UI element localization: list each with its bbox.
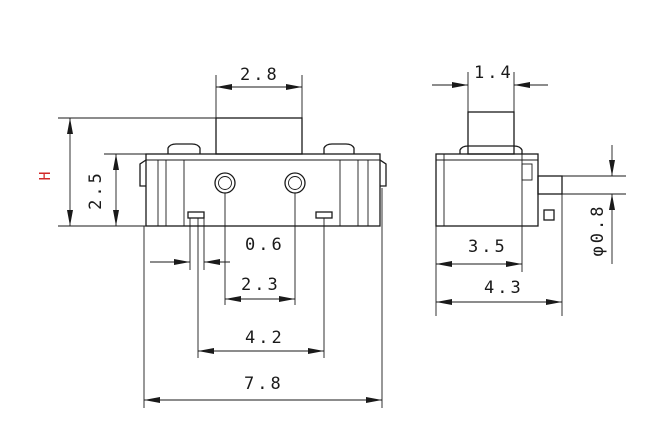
side-view — [435, 111, 563, 227]
side-dimension-lines — [432, 82, 615, 305]
front-extension-lines — [58, 75, 383, 408]
front-pin-slot-left — [187, 211, 205, 219]
side-actuator — [467, 111, 515, 155]
side-dimension-labels: 1.4 3.5 4.3 φ0.8 — [468, 63, 608, 298]
front-actuator — [215, 117, 303, 155]
dim-body-height-label: 2.5 — [86, 170, 106, 210]
dim-pin-pitch-label: 4.2 — [245, 328, 285, 348]
dim-height-h-label: H — [36, 171, 54, 180]
side-dim-overall-depth-label: 4.3 — [484, 278, 524, 298]
dim-hole-pitch-label: 2.3 — [241, 275, 281, 295]
front-view — [139, 117, 387, 227]
dim-overall-width-label: 7.8 — [244, 374, 284, 394]
side-dim-body-depth-label: 3.5 — [468, 237, 508, 257]
dim-top-width-label: 2.8 — [240, 65, 280, 85]
front-dimension-lines — [67, 84, 382, 403]
front-hole-right — [284, 172, 306, 194]
side-pin — [537, 175, 563, 195]
side-body — [435, 153, 539, 227]
side-bottom-tab — [543, 209, 555, 221]
front-top-ridge-right — [323, 143, 355, 154]
front-pin-slot-right — [315, 211, 333, 219]
side-dim-top-width-label: 1.4 — [474, 63, 514, 83]
side-dim-pin-diameter-label: φ0.8 — [588, 204, 608, 257]
side-extension-lines — [435, 72, 626, 316]
front-hole-left — [214, 172, 236, 194]
dim-pin-width-label: 0.6 — [245, 235, 285, 255]
front-top-ridge-left — [167, 143, 201, 154]
front-body — [145, 153, 381, 227]
front-dimension-labels: 2.8 H 2.5 0.6 2.3 4.2 7.8 — [36, 65, 285, 394]
